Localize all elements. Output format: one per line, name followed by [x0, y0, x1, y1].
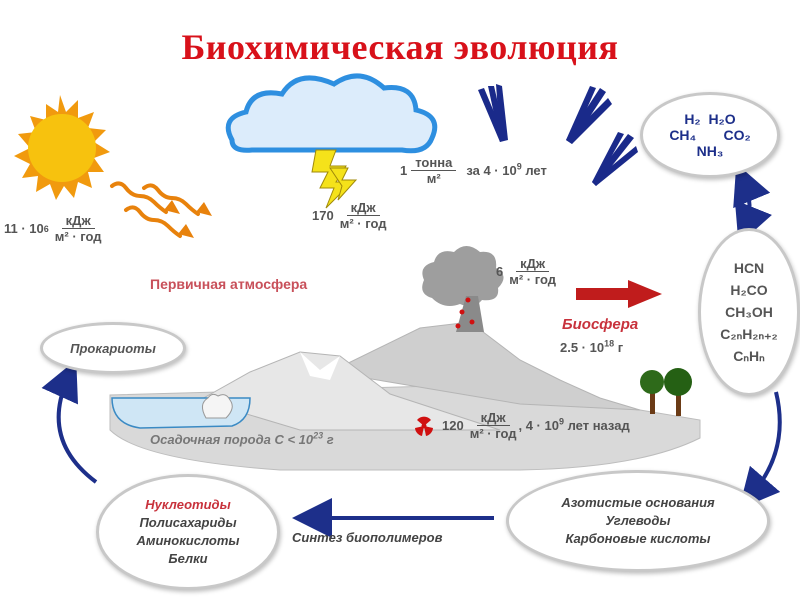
monomer-acids: Карбоновые кислоты: [565, 530, 710, 548]
biosphere-mass-post: г: [614, 340, 623, 355]
gases-oval: H₂ H₂O CH₄ CO₂ NH₃: [640, 92, 780, 178]
sediment-label-exp: 23: [313, 431, 323, 441]
polymer-polysaccharides: Полисахариды: [139, 514, 236, 532]
prokaryotes-oval: Прокариоты: [40, 322, 186, 374]
organic-hcn: HCN: [734, 257, 764, 279]
polymer-proteins: Белки: [168, 550, 207, 568]
synthesis-label: Синтез биополимеров: [292, 530, 442, 545]
meteor-rate-den: м²: [425, 171, 443, 186]
volcano-smoke-icon: [422, 246, 503, 332]
red-arrow-icon: [576, 280, 662, 308]
organic-cnhn: CₙHₙ: [733, 345, 764, 367]
volcano-rate-den: м² · год: [507, 272, 558, 287]
organic-alkane: C₂ₙH₂ₙ₊₂: [720, 323, 777, 345]
sun-rays-icon: [112, 183, 212, 238]
meteor-rate-coef: 1: [400, 163, 407, 178]
gas-h2o: H₂O: [708, 111, 735, 127]
biosphere-mass-exp: 18: [604, 339, 614, 349]
polymer-amino-acids: Аминокислоты: [136, 532, 239, 550]
sediment-label: Осадочная порода C < 1023 г: [150, 432, 334, 447]
primary-atmosphere-label: Первичная атмосфера: [150, 276, 307, 292]
meteor-period-post: лет: [522, 163, 547, 178]
meteor-period: за 4 · 10: [466, 163, 516, 178]
sun-rate-num: кДж: [62, 213, 95, 229]
radio-period-post: лет назад: [564, 418, 630, 433]
monomers-oval: Азотистые основания Углеводы Карбоновые …: [506, 470, 770, 572]
arrow-organics-monomers: [752, 392, 780, 494]
volcano-rate-coef: 6: [496, 264, 503, 279]
gas-ch4: CH₄: [669, 127, 696, 143]
polymers-oval: Нуклеотиды Полисахариды Аминокислоты Бел…: [96, 474, 280, 590]
organics-oval: HCN H₂CO CH₃OH C₂ₙH₂ₙ₊₂ CₙHₙ: [698, 228, 800, 396]
meteor-rate-num: тонна: [411, 155, 456, 171]
radio-rate-num: кДж: [477, 410, 510, 426]
prokaryotes-label: Прокариоты: [70, 341, 156, 356]
gas-nh3: NH₃: [697, 143, 724, 159]
gas-h2: H₂: [684, 111, 700, 127]
lightning-rate-coef: 170: [312, 208, 334, 223]
tree-icon: [640, 368, 692, 416]
biosphere-mass: 2.5 · 1018 г: [560, 340, 623, 355]
arrow-gases-organics: [744, 182, 750, 226]
sediment-label-pre: Осадочная порода C < 10: [150, 432, 313, 447]
gas-co2: CO₂: [723, 127, 750, 143]
monomer-carbohydrates: Углеводы: [606, 512, 671, 530]
organic-ch3oh: CH₃OH: [725, 301, 773, 323]
lightning-rate-num: кДж: [347, 200, 380, 216]
sediment-label-post: г: [323, 432, 334, 447]
volcano-rate-num: кДж: [516, 256, 549, 272]
monomer-bases: Азотистые основания: [561, 494, 714, 512]
radio-period: , 4 · 10: [518, 418, 558, 433]
sun-rate-den: м² · год: [53, 229, 104, 244]
organic-h2co: H₂CO: [730, 279, 767, 301]
biosphere-label: Биосфера: [562, 316, 638, 333]
cloud-icon: [228, 76, 435, 151]
sun-rate-coef: 11 · 10: [4, 221, 44, 236]
biosphere-mass-pre: 2.5 · 10: [560, 340, 604, 355]
sun-icon: [14, 95, 110, 200]
lightning-rate-den: м² · год: [338, 216, 389, 231]
radio-rate-coef: 120: [442, 418, 464, 433]
arrow-polymers-prokaryotes: [59, 378, 96, 482]
radio-rate-den: м² · год: [468, 426, 519, 441]
polymer-nucleotides: Нуклеотиды: [145, 496, 230, 514]
